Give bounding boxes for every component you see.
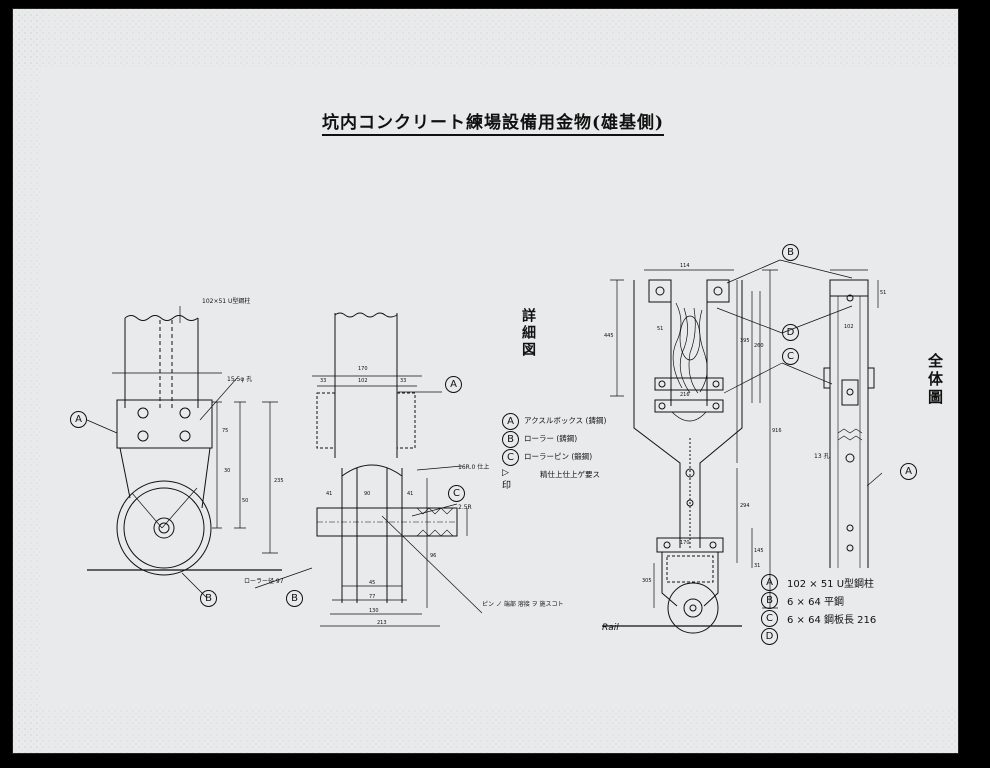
callout-b-view1: B xyxy=(200,590,217,607)
overall-text-b: 6 × 64 平鋼 xyxy=(787,597,845,608)
note-symbol: ▷印 xyxy=(502,468,512,491)
legend-text-c: ローラーピン (鍛鋼) xyxy=(524,452,593,461)
dim-v3-445: 445 xyxy=(604,333,614,339)
dim-v2-41a: 41 xyxy=(326,491,333,497)
callout-c-view2: C xyxy=(448,485,465,502)
note-pin: ピン ノ 端部 溶接 ヲ 施スコト xyxy=(482,601,564,608)
dim-v2-96: 96 xyxy=(430,553,437,559)
note-text: 精仕上仕上ゲ要ス xyxy=(540,470,600,479)
dim-v4-51: 51 xyxy=(880,290,887,296)
legend-key-a: A xyxy=(502,413,519,430)
callout-a-view2: A xyxy=(445,376,462,393)
overall-key-d: D xyxy=(761,628,778,645)
overall-text-a: 102 × 51 U型鋼柱 xyxy=(787,579,875,590)
dim-v2-90: 90 xyxy=(364,491,371,497)
dim-v3-294: 294 xyxy=(740,503,750,509)
legend-key-c: C xyxy=(502,449,519,466)
note-fillet: 16R.0 仕上 xyxy=(458,464,490,471)
dim-v2-102: 102 xyxy=(358,378,368,384)
overall-text-c: 6 × 64 鋼板長 216 xyxy=(787,615,877,626)
legend-text-b: ローラー (鋳鋼) xyxy=(524,434,578,443)
section-view-2 xyxy=(312,312,483,627)
dim-v3-395: 395 xyxy=(740,338,750,344)
note-hole: 15.5φ 孔 xyxy=(227,376,253,383)
dim-v3-51: 51 xyxy=(657,326,664,332)
dim-v3-216: 216 xyxy=(680,392,690,398)
legend-key-b: B xyxy=(502,431,519,448)
dim-v1-c: 50 xyxy=(242,498,249,504)
dim-v2-45: 45 xyxy=(369,580,376,586)
dim-v3-top: 114 xyxy=(680,263,690,269)
dim-v4-102: 102 xyxy=(844,324,854,330)
dim-v2-33b: 33 xyxy=(400,378,407,384)
note-rail: Rail xyxy=(602,623,619,633)
drawing-canvas xyxy=(12,8,959,754)
callout-b-overall: B xyxy=(782,244,799,261)
callout-b-view2: B xyxy=(286,590,303,607)
note-bottom-hole: 13 孔 xyxy=(814,453,830,460)
dim-v3-916: 916 xyxy=(772,428,782,434)
callout-c-overall: C xyxy=(782,348,799,365)
drawing-title: 坑内コンクリート練場設備用金物(雄基側) xyxy=(322,108,665,136)
note-channel: 102×51 U型鋼柱 xyxy=(202,298,251,305)
overall-heading: 全体圖 xyxy=(926,353,944,407)
overall-side-view xyxy=(823,269,879,568)
dim-v3-305: 305 xyxy=(642,578,652,584)
dim-v2-33a: 33 xyxy=(320,378,327,384)
callout-a-view1: A xyxy=(70,411,87,428)
dim-v3-145: 145 xyxy=(754,548,764,554)
dim-v2-130: 130 xyxy=(369,608,379,614)
callout-a-overall: A xyxy=(900,463,917,480)
dim-v2-41b: 41 xyxy=(407,491,414,497)
drawing-sheet: 坑内コンクリート練場設備用金物(雄基側) 詳細図 全体圖 A B A C B B… xyxy=(12,8,959,754)
dim-v2-213: 213 xyxy=(377,620,387,626)
detail-heading: 詳細図 xyxy=(520,308,536,359)
dim-v1-b: 30 xyxy=(224,468,231,474)
dim-v3-170: 170 xyxy=(680,540,690,546)
note-chamfer: 2.5R xyxy=(458,504,472,511)
legend-text-a: アクスルボックス (鋳鋼) xyxy=(524,416,607,425)
side-view-1 xyxy=(86,306,313,599)
overall-front-view xyxy=(602,259,883,634)
callout-d-overall: D xyxy=(782,324,799,341)
dim-v3-31: 31 xyxy=(754,563,761,569)
dim-v1-total: 235 xyxy=(274,478,284,484)
dim-v2-top: 170 xyxy=(358,366,368,372)
dim-v3-260: 260 xyxy=(754,343,764,349)
note-roller-dia: ローラー径 97 xyxy=(244,578,284,585)
dim-v1-a: 75 xyxy=(222,428,229,434)
dim-v2-77: 77 xyxy=(369,594,376,600)
overall-key-a: A xyxy=(761,574,778,591)
overall-key-c: C xyxy=(761,610,778,627)
overall-key-b: B xyxy=(761,592,778,609)
